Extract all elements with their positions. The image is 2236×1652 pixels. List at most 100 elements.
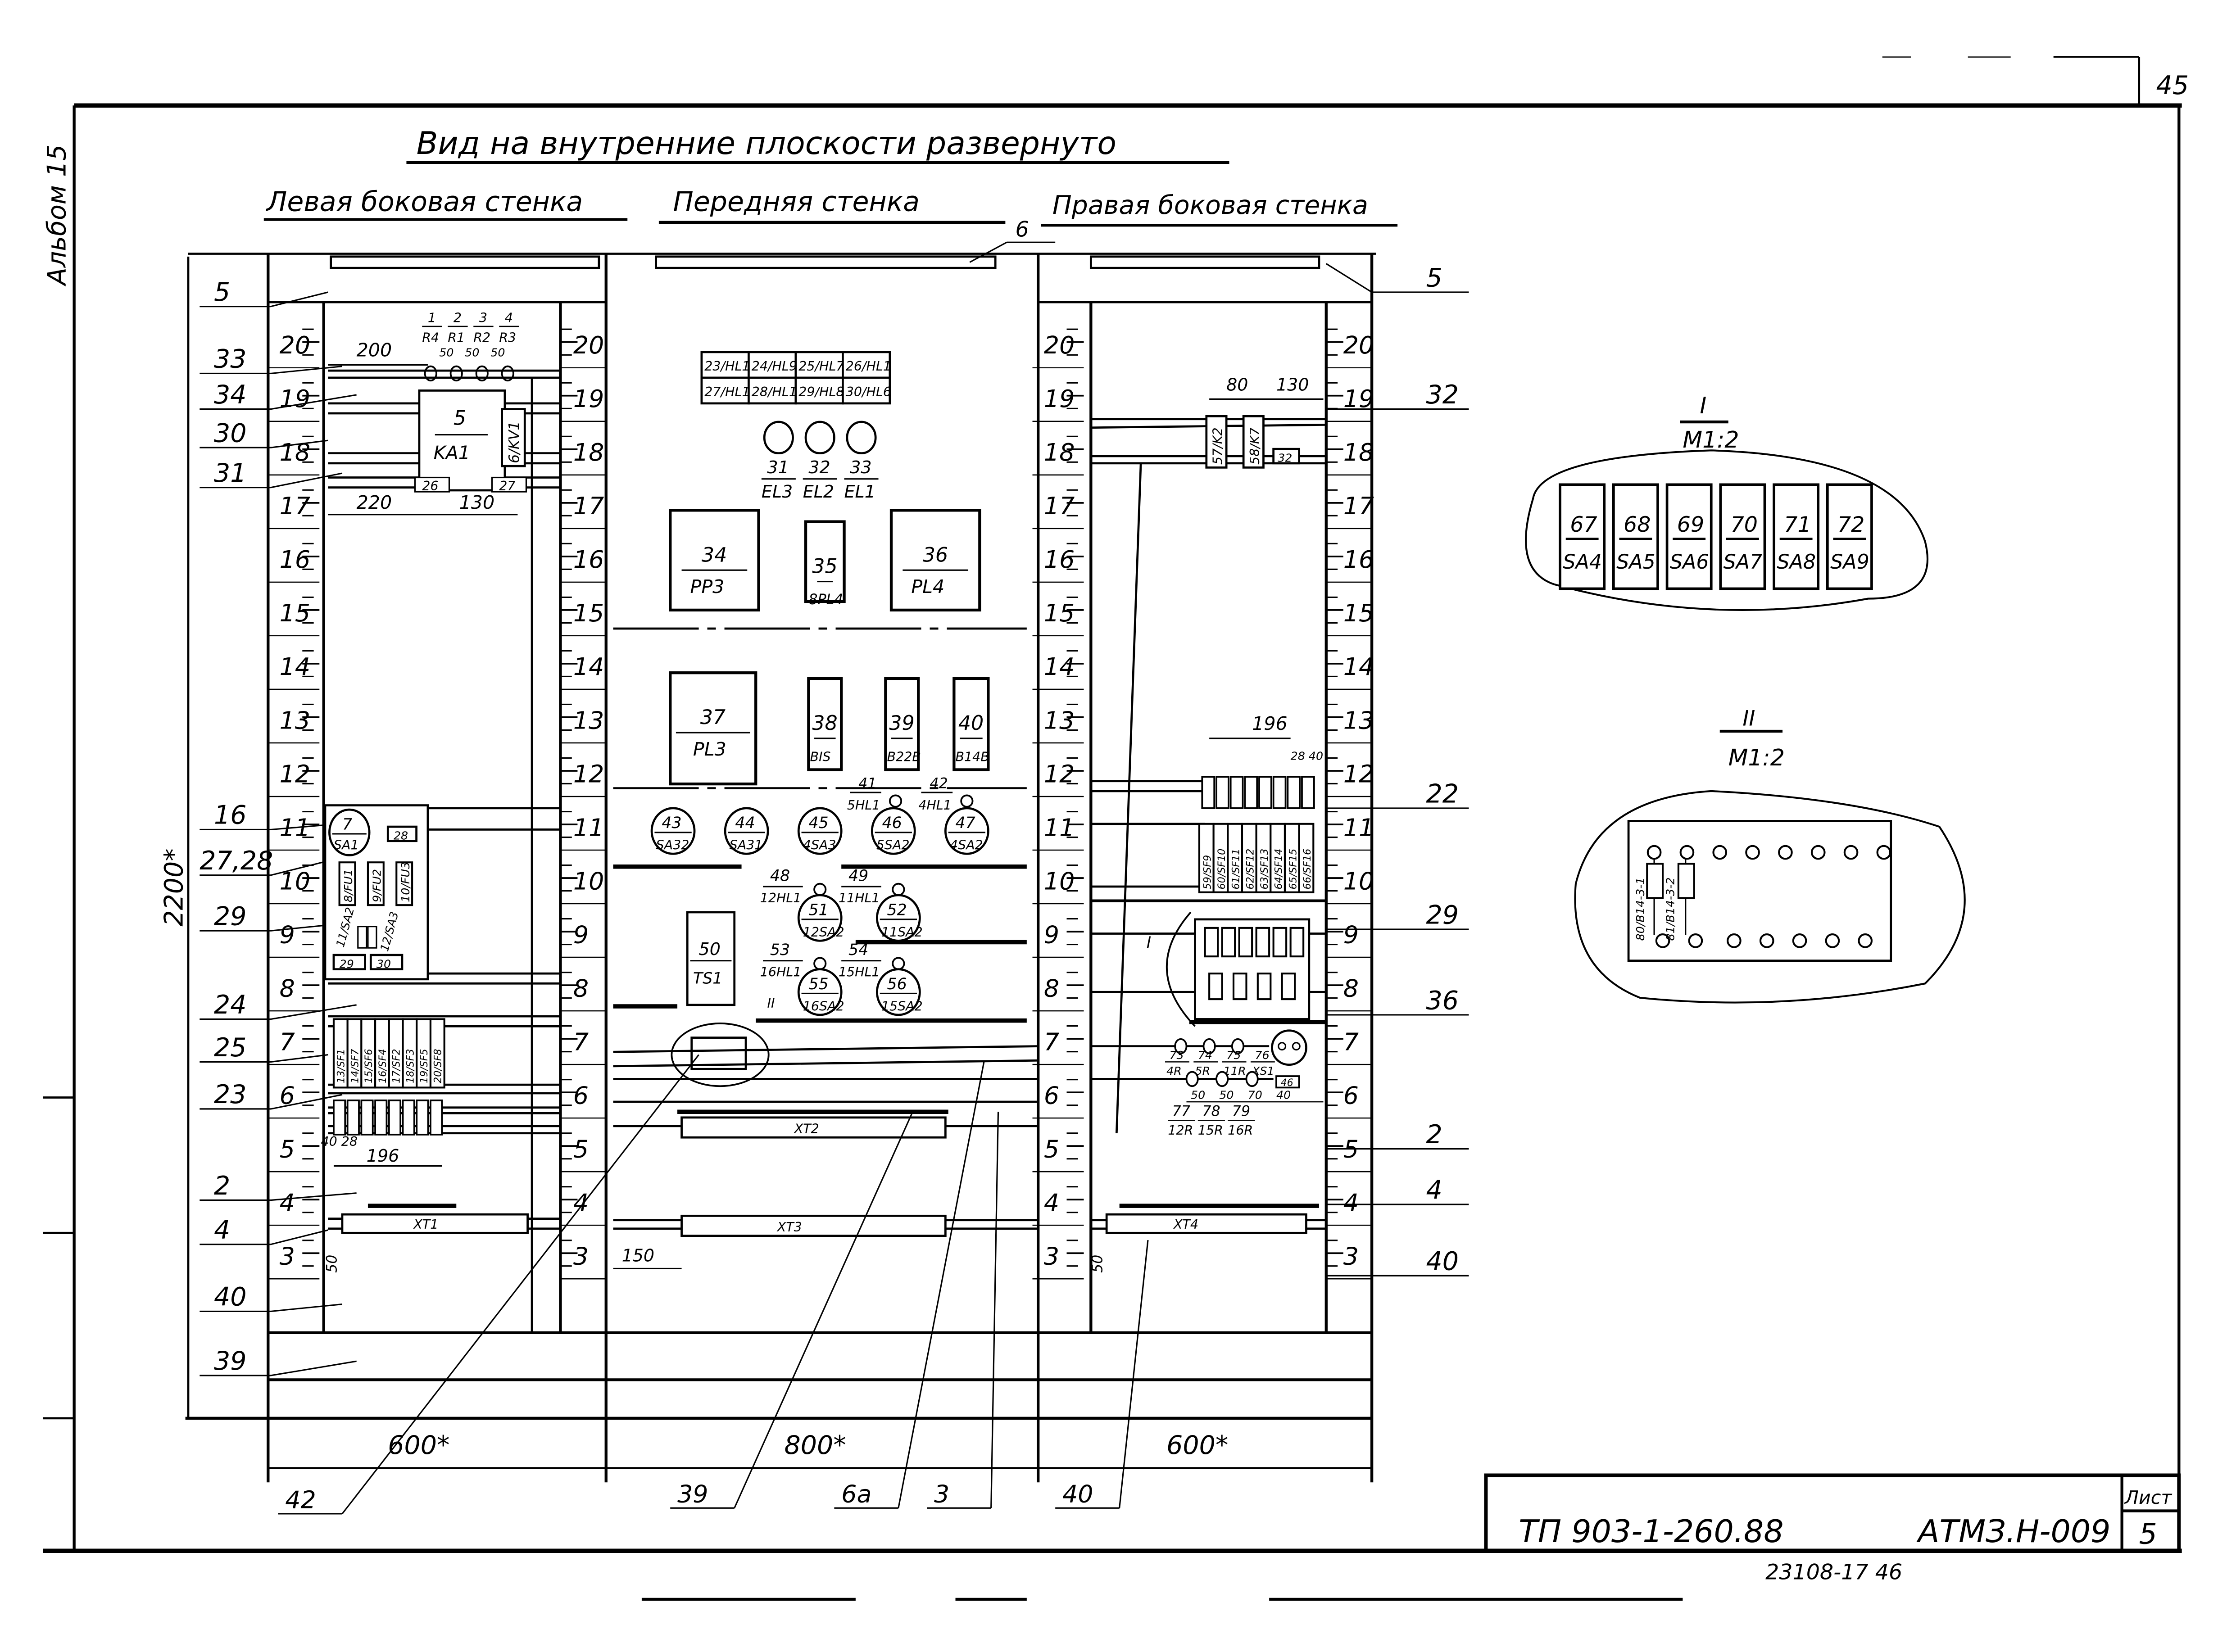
section-front-title: Передняя стенка — [673, 186, 920, 218]
pitch-label: 50 — [1191, 1088, 1205, 1102]
callout-label: 34 — [214, 380, 247, 410]
selector-switch — [1719, 483, 1766, 590]
pitch-label: 50 — [439, 345, 454, 359]
switch-slot — [1289, 927, 1305, 958]
lamp-ref: EL2 — [803, 482, 834, 502]
lamp-number: 33 — [850, 457, 871, 477]
resistor-ref: R2 — [473, 330, 490, 345]
right-width-dimension: 600* — [1166, 1430, 1228, 1460]
left-breakers-width: 196 — [367, 1146, 399, 1166]
pilot-number: 41 — [858, 776, 876, 792]
terminal-clamp — [1201, 776, 1216, 809]
scale-tick-label: 17 — [1343, 492, 1374, 520]
front-width-dimension: 800* — [785, 1430, 846, 1460]
switch-sa1-num: 7 — [342, 815, 352, 833]
archive-number: 23108-17 46 — [1765, 1560, 1902, 1585]
callout-label: 23 — [214, 1080, 247, 1109]
resistor-number: 73 — [1169, 1048, 1184, 1062]
terminal-clamp — [1216, 776, 1229, 809]
pitch-label: 50 — [490, 345, 505, 359]
scale-tick-label: 14 — [573, 652, 604, 681]
callout-label: 25 — [214, 1033, 247, 1063]
circuit-breaker — [1298, 823, 1315, 893]
page-number: 45 — [2156, 71, 2189, 100]
switch-slot — [1204, 927, 1219, 958]
relay-kv1 — [501, 408, 526, 467]
fuse-label: 8/FU1 — [341, 869, 355, 902]
device — [889, 509, 981, 612]
sheet-label: Лист — [2124, 1487, 2172, 1508]
box-28: 28 — [394, 829, 408, 842]
scale-tick-label: 7 — [573, 1027, 589, 1056]
selector-switch — [1612, 483, 1659, 590]
switch-ref: SA7 — [1723, 551, 1763, 574]
detail-ii-resistor-1: 80/B14-3-1 — [1633, 878, 1647, 941]
callout-label: 32 — [1426, 380, 1459, 410]
fuse — [395, 861, 413, 906]
switch-ref: 5SA2 — [876, 838, 910, 853]
terminal-xt3-label: XT3 — [776, 1220, 802, 1235]
device — [804, 520, 846, 603]
terminal-clamp — [374, 1099, 388, 1136]
callout-label: 39 — [677, 1480, 708, 1508]
breaker-label: 64/SF14 — [1273, 849, 1285, 890]
resistor-symbol — [1174, 1038, 1188, 1055]
switch-number: 56 — [887, 975, 907, 993]
callout-label: 6a — [841, 1480, 871, 1508]
pitch-label: 70 — [1248, 1088, 1262, 1102]
callout-label: 31 — [214, 458, 247, 488]
rotary-switch — [875, 968, 921, 1016]
rotary-switch — [650, 807, 696, 855]
scale-tick-label: 10 — [1343, 867, 1374, 895]
scale-tick-label: 15 — [573, 599, 604, 627]
pilot-lamp-icon — [889, 794, 903, 808]
detail-i-ref: I — [1147, 934, 1151, 952]
pilot-ref: 12HL1 — [760, 891, 802, 905]
switch-slot — [1272, 927, 1288, 958]
selector-switch — [1559, 483, 1606, 590]
right-breakers-width: 196 — [1252, 713, 1288, 734]
callout-label: 36 — [1426, 986, 1459, 1015]
selector-switch — [1826, 483, 1873, 590]
pilot-number: 48 — [770, 867, 790, 885]
callout-label: 42 — [285, 1485, 316, 1514]
circuit-breaker — [402, 1018, 418, 1089]
pilot-lamp-icon — [960, 794, 974, 808]
callout-label: 40 — [1062, 1480, 1093, 1508]
circuit-breaker — [1270, 823, 1286, 893]
pilot-ref: 11HL1 — [839, 891, 880, 905]
resistor-number: 2 — [454, 310, 462, 325]
drawing-title: Вид на внутренние плоскости развернуто — [417, 125, 1116, 162]
fuse — [338, 861, 356, 906]
indicator-cell — [700, 351, 750, 379]
switch-ref: SA31 — [730, 838, 763, 853]
resistor-number: 3 — [479, 310, 487, 325]
relay-ka1 — [418, 389, 506, 492]
left-xt-offset: 50 — [324, 1255, 340, 1273]
detail-ii-ref: II — [767, 996, 775, 1011]
callout-label: 4 — [214, 1215, 230, 1245]
wall-scales: 2019181716151413121110987654320191817161… — [268, 328, 1374, 1280]
indicator-label: 24/HL9 — [752, 359, 797, 374]
switch-slot — [1208, 973, 1223, 1000]
box-30: 30 — [376, 957, 391, 970]
transformer-ts1-num: 50 — [699, 939, 721, 959]
rotary-switch — [797, 968, 843, 1016]
terminal-clamp — [1229, 776, 1244, 809]
resistor-ref: R3 — [499, 330, 516, 345]
circuit-breaker — [1198, 823, 1215, 893]
scale-tick-label: 3 — [280, 1242, 295, 1271]
resistor-number: 75 — [1226, 1048, 1241, 1062]
pilot-number: 49 — [848, 867, 868, 885]
terminal-xt3 — [680, 1214, 947, 1237]
switch-ref: SA32 — [656, 838, 689, 853]
switch-ref: 15SA2 — [881, 999, 923, 1014]
scale-tick-label: 16 — [573, 545, 604, 574]
breaker-label: 66/SF16 — [1302, 849, 1313, 890]
switch-number: 72 — [1837, 512, 1864, 537]
album-label: Альбом 15 — [42, 145, 72, 287]
